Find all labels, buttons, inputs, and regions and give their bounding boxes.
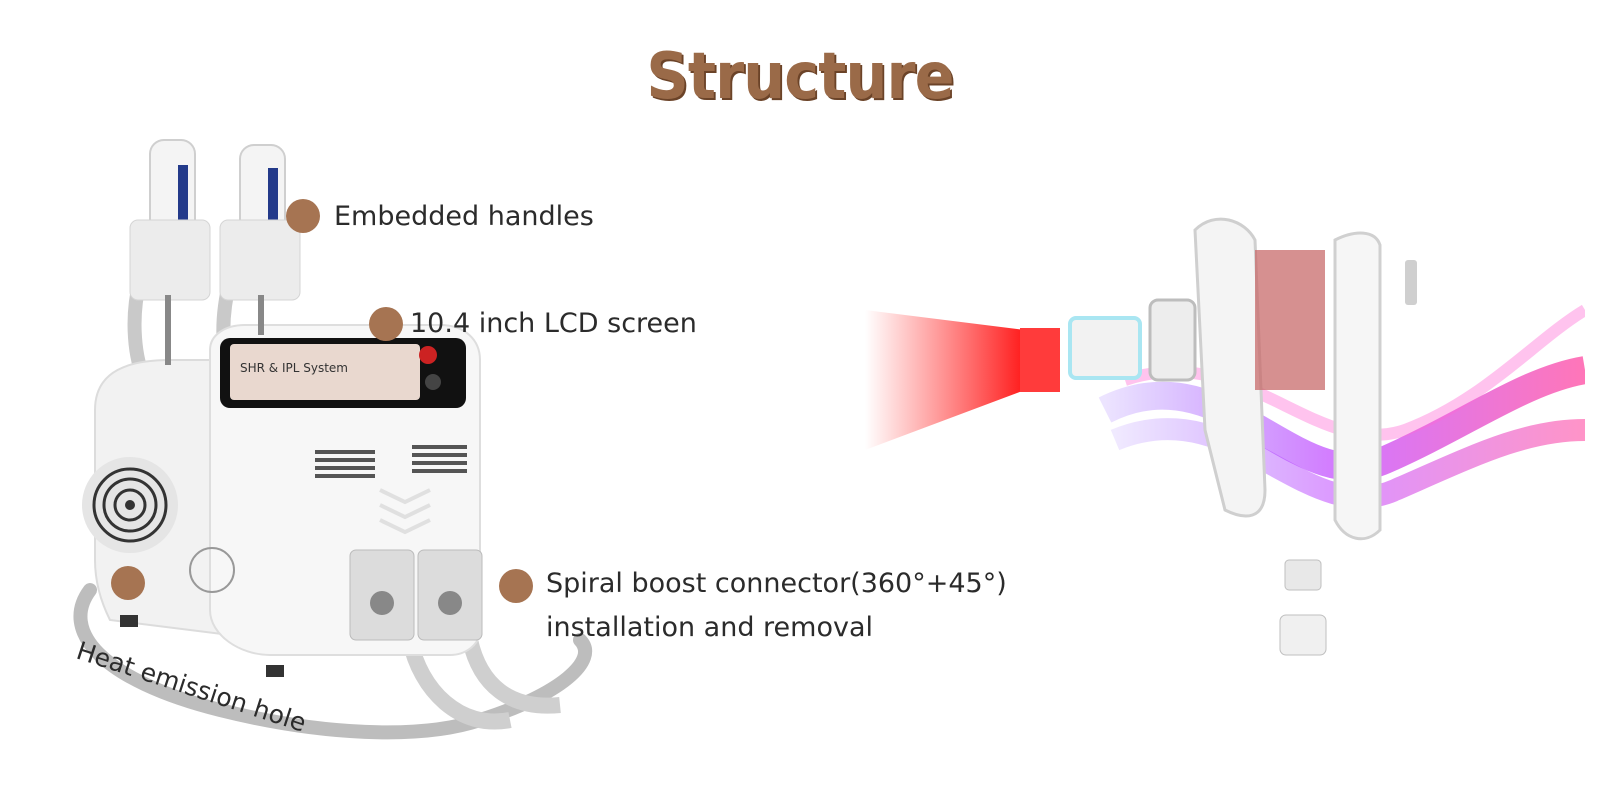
label-lcd-screen: 10.4 inch LCD screen — [410, 308, 697, 339]
screen-label: SHR & IPL System — [240, 361, 348, 375]
label-embedded-handles: Embedded handles — [334, 201, 594, 232]
device-illustration: SHR & IPL System — [73, 139, 593, 740]
page-title: Structure — [646, 40, 954, 114]
dot-marker-connector — [499, 569, 533, 603]
exploded-handle-illustration — [865, 217, 1585, 656]
dot-marker-heat — [111, 566, 145, 600]
label-connector-line1: Spiral boost connector(360°+45°) — [546, 568, 1007, 599]
label-connector-line2: installation and removal — [546, 612, 874, 643]
fan-icon — [82, 457, 178, 553]
dot-marker-screen — [369, 307, 403, 341]
dot-marker-handles — [286, 199, 320, 233]
